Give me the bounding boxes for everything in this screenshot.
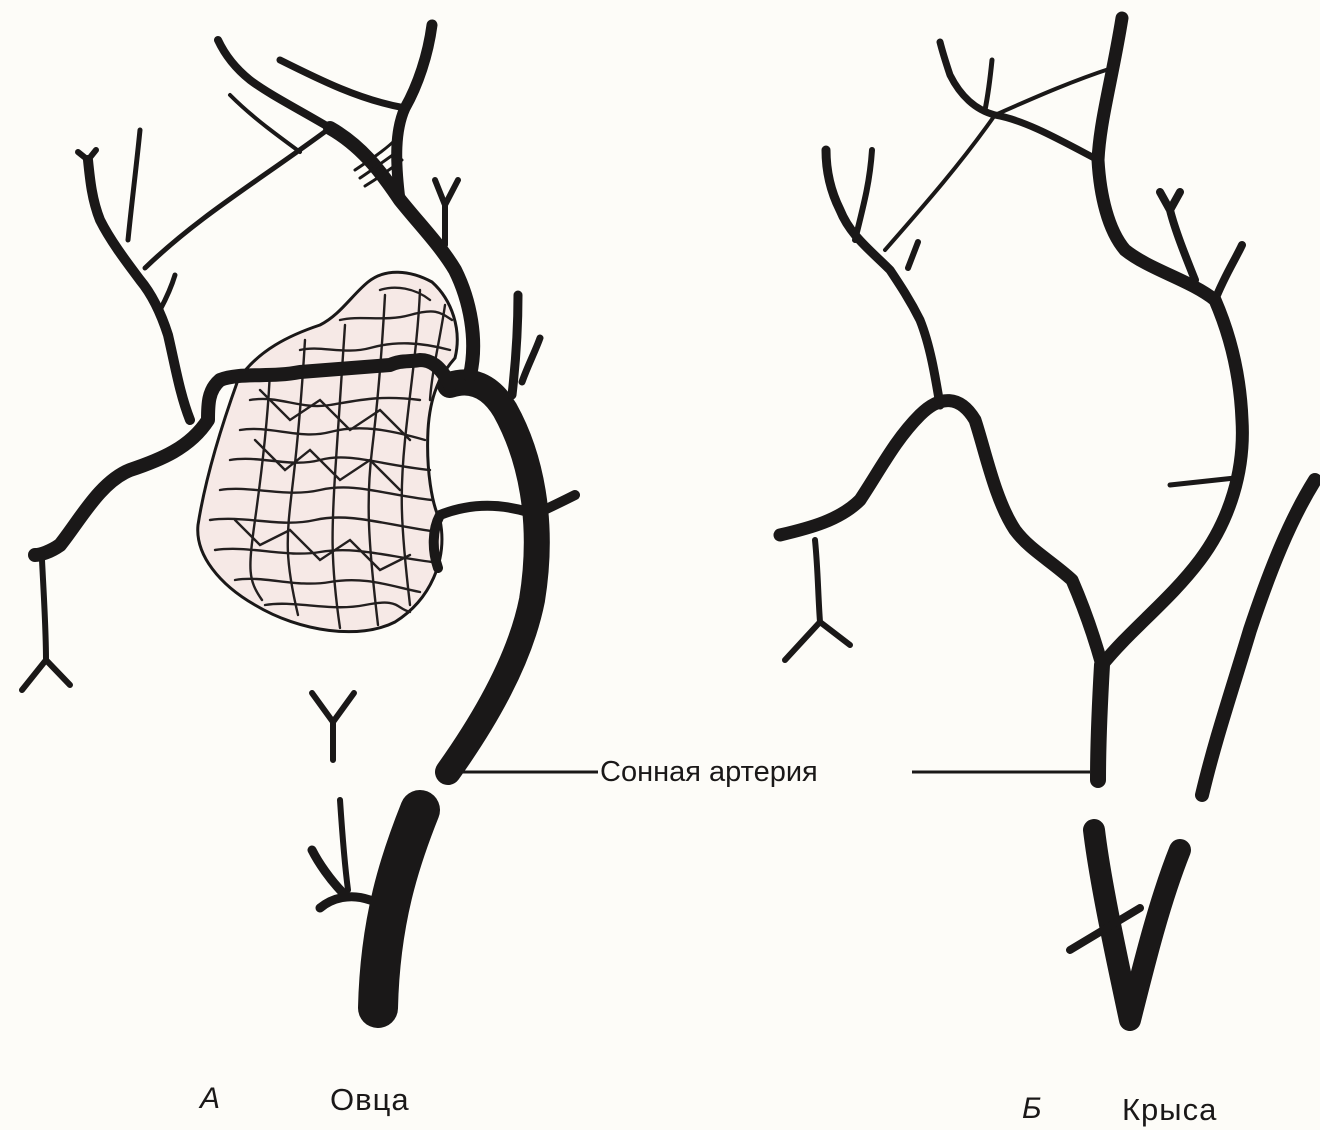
- sheep-lower-thin-vessel: [340, 800, 348, 890]
- sheep-left-upper-tree: [88, 160, 190, 420]
- rat-left-fork: [785, 540, 850, 660]
- rat-right-side-branch: [1170, 478, 1235, 485]
- sheep-lower-side-branch: [312, 850, 370, 908]
- rat-upper-triangle: [940, 42, 1098, 160]
- sheep-small-y: [312, 693, 354, 760]
- panel-b-species: Крыса: [1122, 1092, 1217, 1128]
- sheep-left-fork: [22, 560, 70, 690]
- sheep-diagonal-1: [145, 128, 330, 268]
- sheep-carotid-lower: [378, 810, 420, 1008]
- panel-b-rat-vessels: [780, 18, 1315, 1020]
- rat-right-main: [1098, 18, 1242, 665]
- sheep-mid-branch: [434, 495, 575, 568]
- rat-diagonal-long: [885, 68, 1112, 250]
- sheep-upper-mid-branch: [280, 60, 405, 108]
- rat-left-stub: [908, 242, 918, 268]
- sheep-left-twig-2: [128, 130, 140, 240]
- rat-left-ascending: [826, 150, 940, 405]
- sheep-right-branch-2: [522, 338, 540, 382]
- carotid-artery-label: Сонная артерия: [598, 756, 820, 789]
- panel-a-species: Овца: [330, 1082, 410, 1118]
- rat-left-twig: [855, 150, 872, 240]
- sheep-carotid-upper: [448, 382, 537, 772]
- rat-carotid-upper: [1098, 665, 1102, 780]
- sheep-right-branch-1: [512, 295, 518, 395]
- rat-upper-twig: [985, 60, 992, 110]
- sheep-left-twig-1: [78, 150, 96, 160]
- sheep-upper-left-branch: [218, 40, 330, 128]
- panel-b-letter: Б: [1022, 1092, 1042, 1126]
- sheep-left-twig-3: [160, 275, 175, 310]
- sheep-upper-right-trunk: [397, 25, 432, 200]
- panel-a-letter: А: [200, 1082, 220, 1116]
- panel-a-sheep-vessels: [22, 25, 575, 1008]
